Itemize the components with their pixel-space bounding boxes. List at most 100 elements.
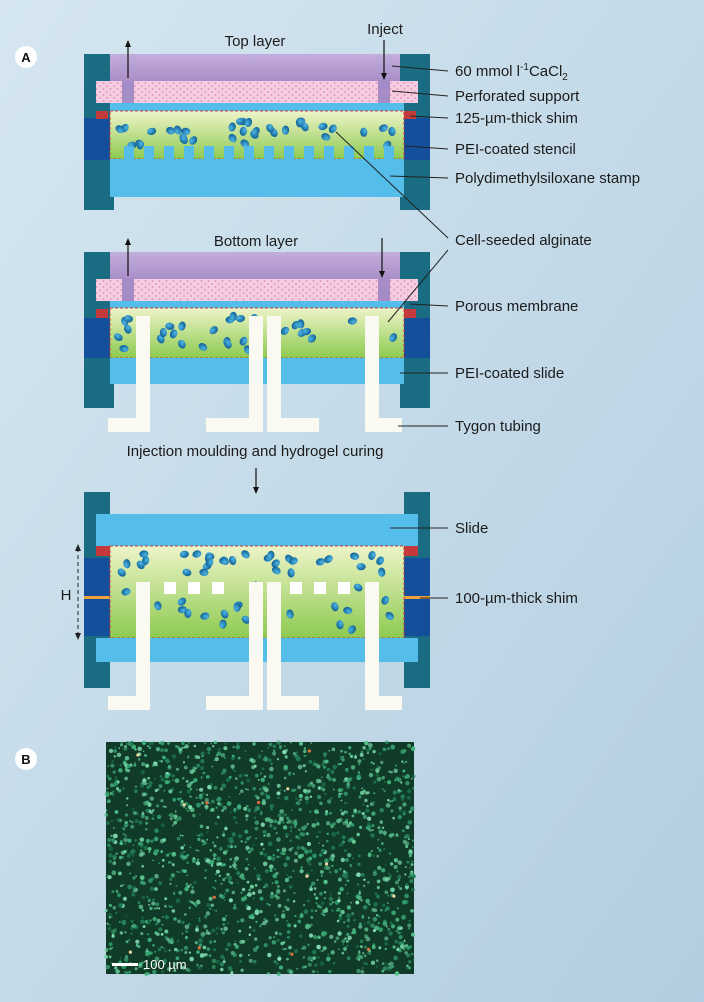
micro-cell	[233, 942, 237, 946]
micro-cell	[366, 824, 372, 830]
micro-cell	[347, 935, 352, 941]
micro-cell	[306, 822, 309, 826]
micro-cell	[167, 780, 171, 784]
micro-cell	[274, 880, 279, 885]
micro-cell	[201, 843, 204, 846]
micro-cell	[169, 812, 174, 818]
micro-cell	[160, 946, 163, 949]
micro-cell	[384, 909, 387, 913]
micro-cell	[238, 929, 242, 933]
micro-cell	[338, 896, 341, 899]
micro-cell	[384, 942, 388, 946]
micro-cell	[328, 749, 331, 752]
arrowhead-up-bottom	[125, 238, 131, 245]
micro-cell	[322, 909, 327, 914]
micro-cell	[113, 754, 117, 758]
micro-cell	[194, 903, 198, 908]
cell	[198, 342, 208, 351]
stencil-tooth	[364, 146, 374, 159]
micro-cell	[341, 939, 346, 944]
micro-cell	[352, 786, 356, 790]
stencil-tooth	[284, 146, 294, 159]
cell	[154, 601, 162, 611]
micro-cell	[214, 887, 217, 890]
micro-cell	[204, 869, 207, 872]
micro-cell	[316, 970, 319, 974]
micro-cell	[357, 958, 361, 961]
micro-cell	[399, 887, 403, 890]
micro-cell	[260, 772, 262, 775]
micro-cell	[367, 853, 372, 858]
tube-left	[108, 316, 150, 432]
micro-cell	[223, 958, 226, 961]
support-hole-right	[378, 279, 390, 301]
micro-cell	[379, 820, 383, 824]
micro-cell	[228, 898, 233, 903]
alginate-cavities	[164, 582, 350, 594]
micro-cell	[307, 943, 310, 946]
micro-cell	[216, 836, 219, 839]
micro-cell	[240, 891, 243, 894]
micro-cell	[116, 752, 122, 758]
micro-cell	[401, 914, 406, 920]
micro-cell	[362, 952, 365, 955]
micro-cell	[261, 767, 265, 771]
micro-cell	[125, 915, 128, 918]
micro-cell	[383, 848, 385, 851]
micro-cell	[134, 785, 138, 788]
micro-cell	[408, 919, 411, 922]
micro-cell	[320, 848, 325, 854]
micro-cell	[119, 763, 122, 767]
micro-cell	[279, 816, 284, 822]
micro-cell	[405, 760, 408, 763]
micro-cell	[297, 785, 302, 790]
micro-cell	[352, 857, 354, 860]
micro-cell	[126, 848, 129, 852]
micro-cell	[108, 955, 112, 959]
micro-cell	[260, 777, 265, 783]
micro-cell	[410, 863, 414, 867]
micro-cell	[362, 745, 366, 750]
stencil-outline	[109, 110, 405, 160]
micro-cell	[380, 760, 384, 765]
micro-cell	[106, 922, 109, 925]
micro-cell	[325, 810, 328, 813]
micro-cell	[172, 797, 177, 802]
micro-cell	[221, 833, 226, 837]
micro-cell	[322, 752, 328, 757]
micro-cell	[334, 869, 339, 874]
micro-cell	[265, 794, 271, 800]
micro-cell	[359, 939, 364, 944]
micro-cell	[282, 814, 286, 818]
micro-cell	[194, 941, 198, 945]
micro-cell	[218, 874, 221, 877]
micro-cell	[253, 867, 256, 870]
micro-cell	[205, 929, 209, 932]
micro-cell	[248, 835, 252, 839]
micro-cell	[120, 884, 123, 888]
micro-cell	[219, 962, 225, 967]
micro-cell	[184, 807, 188, 810]
micro-cell	[262, 798, 266, 803]
micro-cell	[278, 932, 282, 936]
micro-cell	[206, 838, 209, 841]
micro-cell	[393, 858, 399, 863]
micro-cell	[170, 937, 174, 941]
micro-cell	[407, 789, 412, 794]
micro-cell	[173, 891, 176, 894]
micro-cell	[402, 775, 405, 778]
micro-cell	[339, 842, 344, 847]
micro-cell	[271, 856, 276, 861]
micro-cell	[367, 743, 373, 748]
micro-cell	[109, 784, 114, 788]
micro-cell	[342, 820, 347, 826]
cell	[315, 558, 325, 566]
micro-cell	[393, 865, 398, 869]
micro-cell	[244, 866, 249, 871]
micro-cell	[119, 841, 123, 846]
micro-cell	[301, 832, 306, 837]
micro-cell	[129, 820, 132, 823]
micro-cell	[196, 763, 201, 768]
micro-cell	[268, 774, 274, 779]
micro-cell	[108, 853, 113, 858]
